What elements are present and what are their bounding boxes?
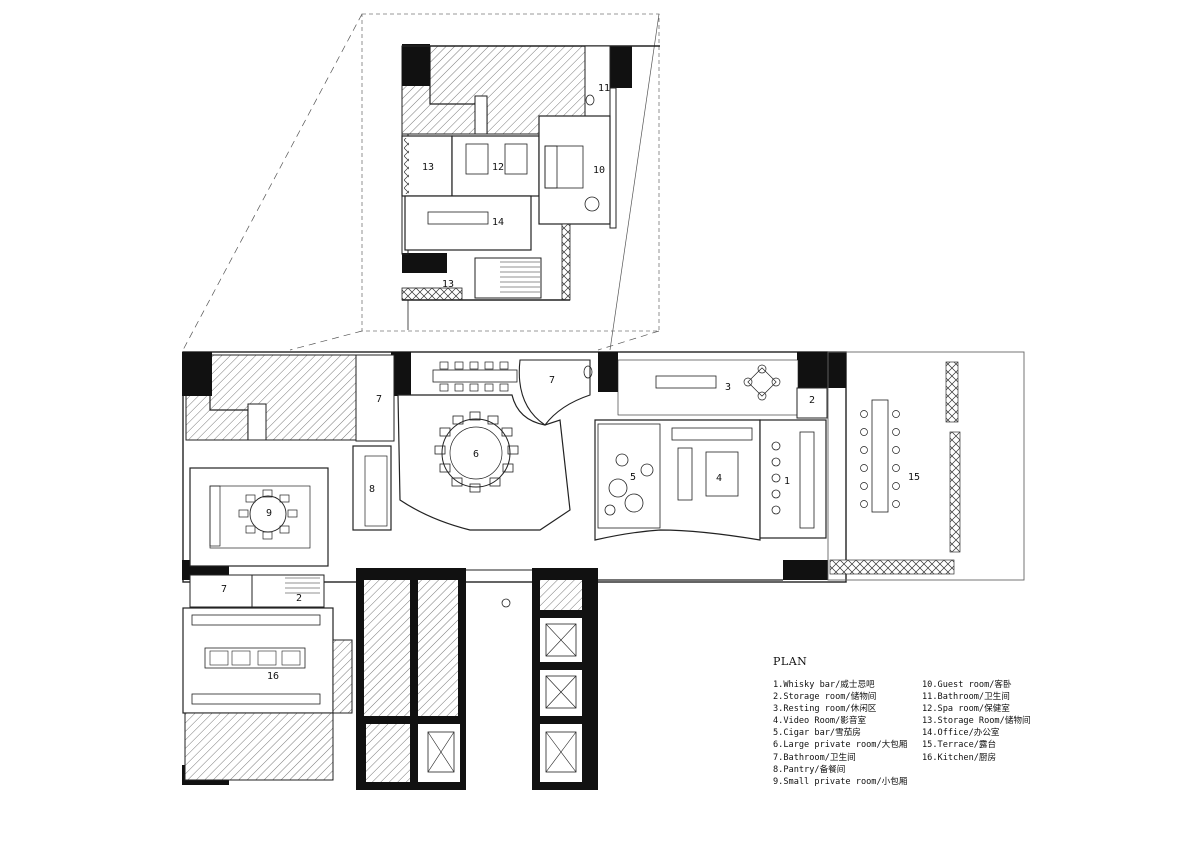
legend-item: 9.Small private room/小包厢 <box>773 776 908 787</box>
room-number-label: 2 <box>296 593 302 604</box>
room-number-label: 7 <box>549 375 555 386</box>
legend-item: 11.Bathroom/卫生间 <box>922 692 1010 703</box>
planter-pebbles <box>829 559 955 575</box>
column <box>610 46 632 88</box>
column <box>402 44 430 86</box>
room-number-label: 2 <box>809 395 815 406</box>
legend-column-1: 1.Whisky bar/威士忌吧 2.Storage room/储物间 3.R… <box>773 679 907 788</box>
legend-item: 13.Storage Room/储物间 <box>922 716 1031 727</box>
room-number-label: 13 <box>442 279 454 290</box>
legend-item: 8.Pantry/备餐间 <box>773 764 846 775</box>
room-number-label: 3 <box>725 382 731 393</box>
column <box>797 352 846 388</box>
legend-item: 4.Video Room/影音室 <box>773 716 867 727</box>
legend-item: 14.Office/办公室 <box>922 728 1000 739</box>
room-number-label: 10 <box>593 165 605 176</box>
room-number-label: 13 <box>422 162 434 173</box>
room-number-label: 11 <box>598 83 610 94</box>
upper-floor-inset <box>182 13 660 351</box>
legend-item: 2.Storage room/储物间 <box>773 692 877 703</box>
planter-pebbles <box>945 361 959 423</box>
column <box>402 253 447 273</box>
room-number-label: 5 <box>630 472 636 483</box>
room-number-label: 7 <box>376 394 382 405</box>
legend-item: 10.Guest room/客卧 <box>922 680 1012 690</box>
room-number-label: 4 <box>716 473 722 484</box>
legend-item: 16.Kitchen/厨房 <box>922 752 997 763</box>
entrance-marker-icon <box>501 598 511 608</box>
column <box>391 352 411 396</box>
room-number-label: 12 <box>492 162 504 173</box>
planter-pebbles <box>949 431 961 553</box>
legend-item: 6.Large private room/大包厢 <box>773 740 908 751</box>
legend-item: 5.Cigar bar/雪茄房 <box>773 728 861 739</box>
column <box>783 560 828 580</box>
room-number-label: 9 <box>266 508 272 519</box>
large-round-table <box>441 418 511 488</box>
room-number-label: 8 <box>369 484 375 495</box>
legend-title: PLAN <box>773 655 808 668</box>
room-number-label: 16 <box>267 671 279 682</box>
legend-item: 12.Spa room/保健室 <box>922 704 1010 715</box>
legend-item: 1.Whisky bar/威士忌吧 <box>773 680 875 690</box>
legend-item: 15.Terrace/露台 <box>922 740 997 751</box>
room-number-label: 7 <box>221 584 227 595</box>
room-number-label: 1 <box>784 476 790 487</box>
room-number-label: 6 <box>473 449 479 460</box>
main-floor <box>182 351 1025 790</box>
legend-item: 7.Bathroom/卫生间 <box>773 752 856 763</box>
legend-column-2: 10.Guest room/客卧 11.Bathroom/卫生间 12.Spa … <box>922 679 1031 764</box>
room-number-label: 15 <box>908 472 920 483</box>
room-number-label: 14 <box>492 217 504 228</box>
legend-item: 3.Resting room/休闲区 <box>773 704 877 715</box>
column <box>598 352 618 392</box>
column <box>182 352 212 396</box>
